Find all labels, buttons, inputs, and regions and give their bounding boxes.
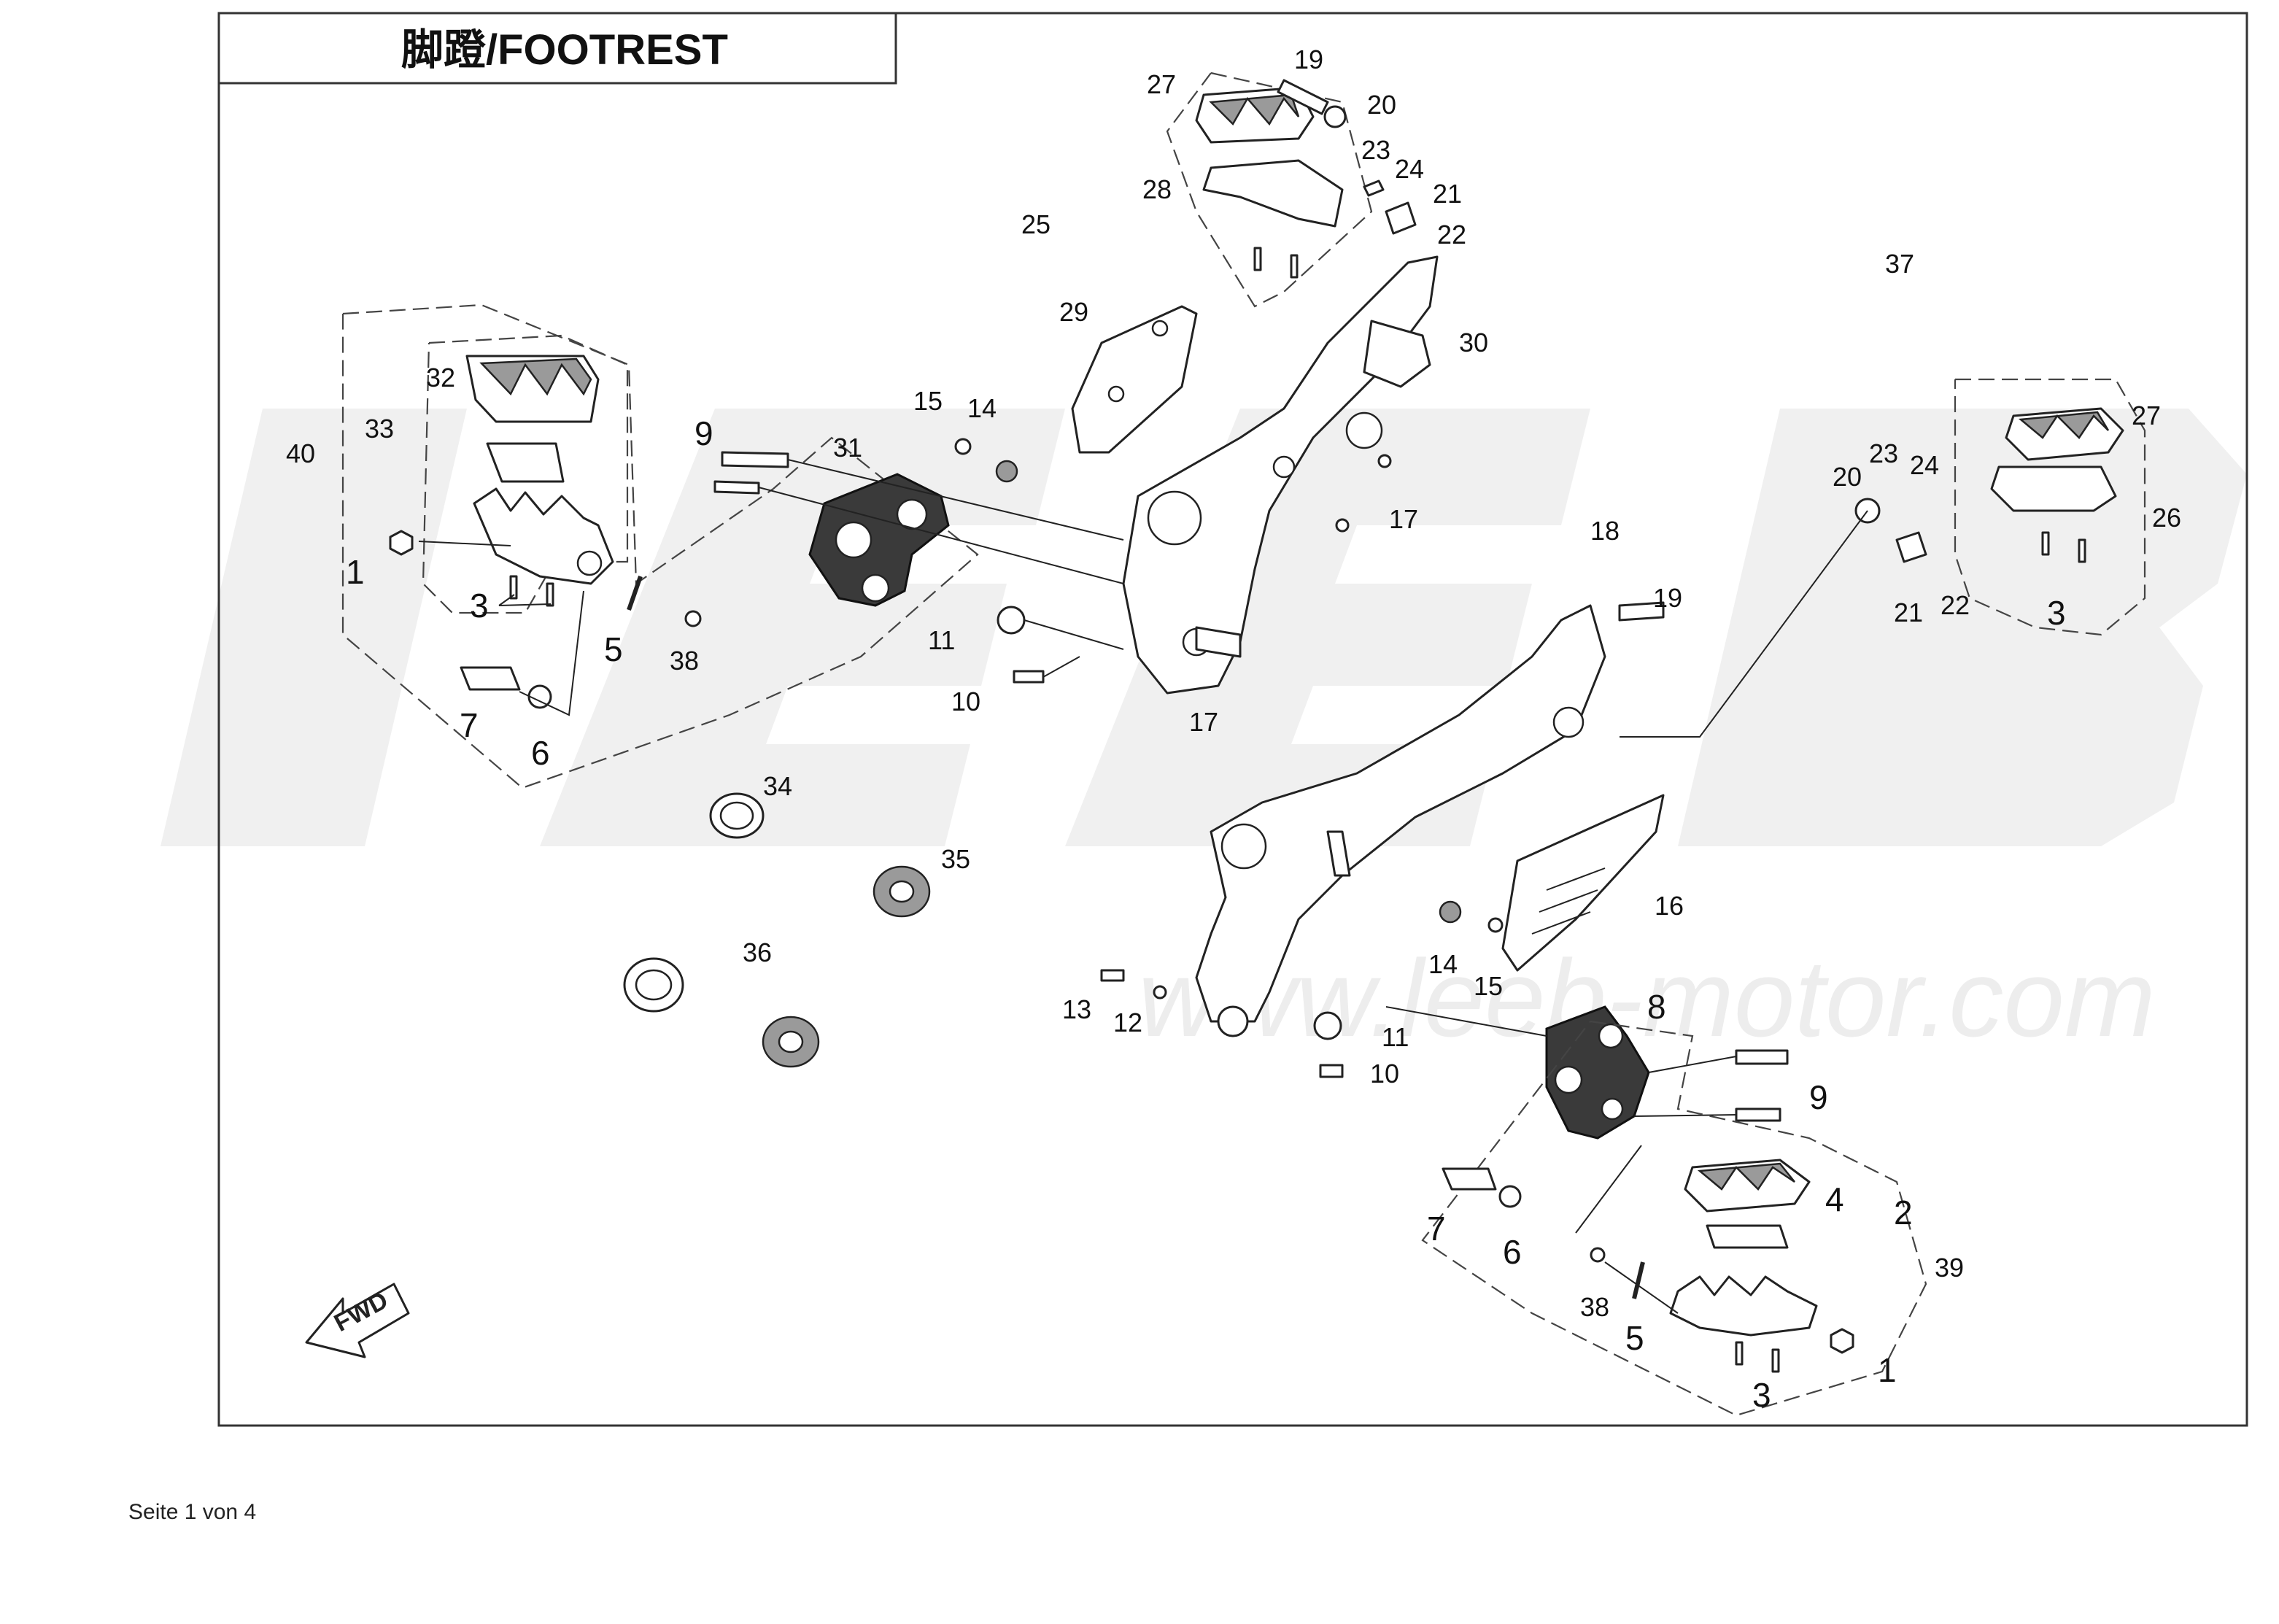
callout-label: 11 (928, 625, 955, 655)
callout-label: 7 (1427, 1210, 1446, 1248)
callout-label: 1 (1878, 1351, 1897, 1389)
callout-label: 16 (1655, 891, 1684, 921)
callout-label: 40 (286, 438, 315, 468)
callout-label: 22 (1437, 220, 1466, 250)
callout-label: 17 (1189, 707, 1218, 737)
callout-label: 38 (670, 646, 699, 676)
callout-label: 25 (1021, 209, 1050, 239)
callout-label: 3 (1752, 1376, 1771, 1414)
callout-label: 22 (1941, 590, 1970, 620)
callout-label: 39 (1935, 1253, 1964, 1283)
callout-label: 38 (1580, 1292, 1609, 1322)
callout-label: 36 (743, 937, 772, 967)
callout-label: 26 (2152, 503, 2181, 533)
callout-label: 20 (1367, 90, 1396, 120)
callout-label: 9 (694, 414, 713, 452)
callout-label: 18 (1590, 516, 1620, 546)
main-bracket-right (1100, 601, 1665, 1078)
callout-label: 8 (1647, 988, 1666, 1026)
callout-label: 20 (1833, 462, 1862, 492)
callout-label: 1 (346, 553, 365, 591)
callout-label: 34 (763, 771, 792, 801)
callout-label: 2 (1894, 1194, 1913, 1231)
callout-label: 21 (1433, 179, 1462, 209)
callout-label: 13 (1062, 994, 1091, 1024)
callout-label: 15 (913, 386, 943, 416)
callout-label: 24 (1395, 154, 1424, 184)
watermark-url: www.leeb-motor.com (1138, 937, 2156, 1059)
passenger-footpeg-group (1620, 378, 2146, 738)
callout-label: 11 (1382, 1022, 1409, 1052)
callout-label: 14 (967, 393, 997, 423)
callout-label: 29 (1059, 297, 1088, 327)
callout-label: 9 (1809, 1078, 1828, 1116)
callout-label: 32 (426, 363, 455, 393)
callout-label: 14 (1428, 949, 1458, 979)
right-bracket-8 (1385, 1005, 1789, 1140)
callout-label: 27 (2132, 401, 2161, 430)
right-footpeg-group (1421, 1020, 1927, 1417)
callout-label: 31 (833, 433, 862, 463)
callout-label: 15 (1474, 971, 1503, 1001)
title-box (217, 12, 897, 85)
callout-label: 37 (1885, 249, 1914, 279)
callout-label: 17 (1389, 504, 1418, 534)
callout-label: 6 (531, 734, 550, 772)
callout-label: 27 (1147, 69, 1176, 99)
loose-parts (623, 792, 931, 1068)
callout-label: 21 (1894, 598, 1923, 627)
main-bracket-left (954, 255, 1439, 695)
callout-label: 12 (1113, 1008, 1142, 1037)
callout-label: 3 (2047, 594, 2066, 632)
callout-label: 33 (365, 414, 394, 444)
callout-label: 10 (1370, 1059, 1399, 1089)
left-footpeg-group (341, 303, 979, 789)
fwd-arrow: FWD (305, 1283, 410, 1358)
left-bracket-31 (713, 451, 1124, 607)
callout-label: 10 (951, 687, 980, 716)
drawing-frame (217, 12, 2248, 1427)
page-title: 脚蹬/FOOTREST (401, 26, 728, 74)
callout-label: 23 (1361, 135, 1390, 165)
callout-label: 5 (1625, 1319, 1644, 1357)
callout-label: 28 (1142, 174, 1172, 204)
callout-label: 19 (1294, 45, 1323, 74)
callout-label: 24 (1910, 450, 1939, 480)
top-footpeg-group (1166, 71, 1417, 308)
callout-label: 35 (941, 844, 970, 874)
callout-labels: 1 3 5 38 7 6 40 33 32 9 31 15 14 11 10 3… (286, 45, 2181, 1414)
callout-label: 6 (1503, 1233, 1522, 1271)
callout-label: 19 (1653, 583, 1682, 613)
callout-label: 23 (1869, 438, 1898, 468)
callout-label: 30 (1459, 328, 1488, 357)
page-footer: Seite 1 von 4 (128, 1500, 256, 1524)
callout-label: 5 (604, 630, 623, 668)
callout-label: 3 (470, 587, 489, 625)
callout-label: 4 (1825, 1180, 1844, 1218)
callout-label: 7 (460, 706, 479, 744)
